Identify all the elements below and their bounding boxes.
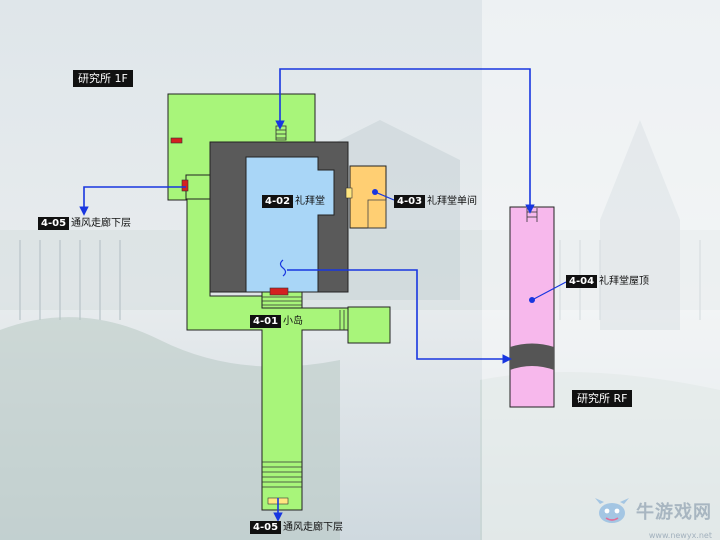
floor-label-rf: 研究所 RF <box>572 390 633 407</box>
pointer-roof <box>531 281 567 301</box>
squiggle-icon <box>279 259 287 277</box>
roof-dark-zone <box>510 343 554 370</box>
watermark-url: www.newyx.net <box>648 531 712 540</box>
route-chapel-to-roof <box>287 269 512 364</box>
pointer-side-room <box>374 191 395 201</box>
mascot-icon <box>595 498 629 523</box>
door-chapel-south <box>269 287 289 296</box>
door-top-left <box>170 137 183 144</box>
side-room <box>345 165 387 229</box>
location-dots <box>372 189 535 303</box>
door-west <box>181 179 189 192</box>
stairs-top <box>275 125 287 141</box>
stairs-right <box>339 310 349 330</box>
watermark: 牛游戏网 <box>592 496 712 526</box>
floor-label-1f: 研究所 1F <box>73 70 133 87</box>
doors <box>170 137 289 296</box>
route-stairs-to-roof <box>275 68 535 214</box>
stairs-island <box>262 296 302 306</box>
stairs-bottom <box>262 461 302 488</box>
routes <box>79 68 567 522</box>
roof-floor <box>509 206 555 408</box>
watermark-text: 牛游戏网 <box>636 502 712 523</box>
route-west-exit <box>79 186 186 216</box>
